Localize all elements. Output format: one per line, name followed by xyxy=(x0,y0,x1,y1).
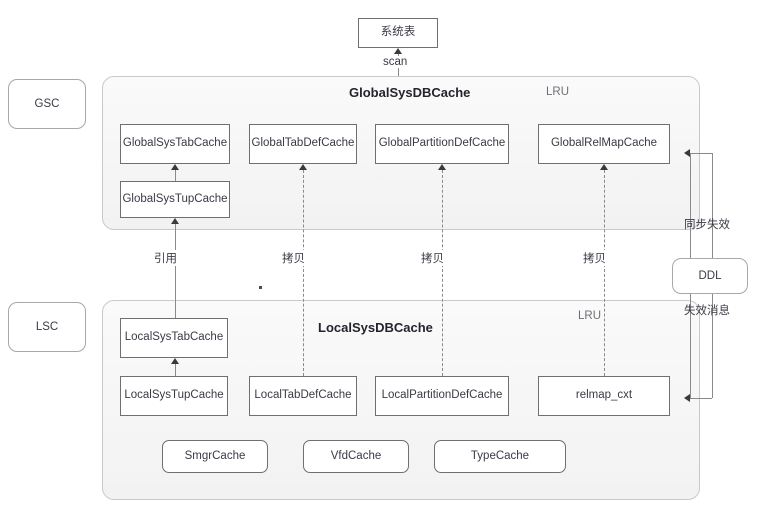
gsc-internal-connector-line xyxy=(175,170,176,181)
node-vfdcache[interactable]: VfdCache xyxy=(303,440,409,473)
scan-arrow-head xyxy=(394,48,402,54)
node-local-partitiondefcache-label: LocalPartitionDefCache xyxy=(381,389,503,402)
node-global-partitiondefcache[interactable]: GlobalPartitionDefCache xyxy=(375,124,509,164)
lsc-internal-connector-line xyxy=(175,364,176,376)
gsc-panel-lru-label: LRU xyxy=(546,86,570,98)
scan-edge-label: scan xyxy=(381,56,410,68)
node-global-relmapcache-label: GlobalRelMapCache xyxy=(550,137,658,150)
node-vfdcache-label: VfdCache xyxy=(330,449,382,462)
edge-copy-1-label: 拷贝 xyxy=(280,250,307,266)
ddl-upper-arrow-head xyxy=(684,149,690,157)
node-local-tabdefcache-label: LocalTabDefCache xyxy=(254,389,352,402)
node-system-catalog[interactable]: 系统表 xyxy=(358,18,438,48)
node-ddl[interactable]: DDL xyxy=(672,258,748,294)
lsc-panel-title: LocalSysDBCache xyxy=(318,320,433,335)
gsc-internal-arrow-head xyxy=(171,164,179,170)
node-ddl-label: DDL xyxy=(698,270,722,282)
side-label-gsc-text: GSC xyxy=(34,98,60,110)
node-relmap-cxt-label: relmap_cxt xyxy=(575,389,633,402)
node-smgrcache[interactable]: SmgrCache xyxy=(162,440,268,473)
node-local-systabcache-label: LocalSysTabCache xyxy=(124,331,224,344)
node-global-tabdefcache[interactable]: GlobalTabDefCache xyxy=(249,124,357,164)
edge-copy-2-arrow-head xyxy=(438,164,446,170)
scan-connector-line-lower xyxy=(398,70,399,76)
node-global-systupcache[interactable]: GlobalSysTupCache xyxy=(120,181,230,218)
side-label-lsc[interactable]: LSC xyxy=(8,302,86,352)
edge-copy-2-label: 拷贝 xyxy=(419,250,446,266)
node-local-systabcache[interactable]: LocalSysTabCache xyxy=(120,318,228,358)
edge-copy-1-line xyxy=(303,170,304,376)
node-typecache-label: TypeCache xyxy=(470,449,530,462)
edge-copy-3-arrow-head xyxy=(600,164,608,170)
ddl-lower-vertical-line xyxy=(712,294,713,398)
lsc-panel-lru-label: LRU xyxy=(578,310,602,322)
node-global-systabcache[interactable]: GlobalSysTabCache xyxy=(120,124,230,164)
ddl-upper-label: 同步失效 xyxy=(684,219,730,231)
stray-dot-mark xyxy=(259,286,262,289)
ddl-upper-horizontal-line xyxy=(690,153,712,154)
ddl-lower-arrow-head xyxy=(684,394,690,402)
node-relmap-cxt[interactable]: relmap_cxt xyxy=(538,376,670,416)
ddl-upper-vertical-line xyxy=(712,153,713,258)
edge-copy-3-line xyxy=(604,170,605,376)
edge-copy-1-arrow-head xyxy=(299,164,307,170)
node-global-relmapcache[interactable]: GlobalRelMapCache xyxy=(538,124,670,164)
node-smgrcache-label: SmgrCache xyxy=(184,449,246,462)
lsc-internal-arrow-head xyxy=(171,358,179,364)
side-label-gsc[interactable]: GSC xyxy=(8,79,86,129)
node-system-catalog-label: 系统表 xyxy=(380,26,416,39)
ddl-lower-label: 失效消息 xyxy=(684,305,730,317)
gsc-panel-title: GlobalSysDBCache xyxy=(349,85,471,100)
edge-copy-2-line xyxy=(442,170,443,376)
node-local-tabdefcache[interactable]: LocalTabDefCache xyxy=(249,376,357,416)
node-global-systupcache-label: GlobalSysTupCache xyxy=(122,192,228,205)
node-global-partitiondefcache-label: GlobalPartitionDefCache xyxy=(378,137,506,150)
edge-reference-label: 引用 xyxy=(152,250,179,266)
side-label-lsc-text: LSC xyxy=(35,321,59,333)
edge-copy-3-label: 拷贝 xyxy=(581,250,608,266)
node-local-partitiondefcache[interactable]: LocalPartitionDefCache xyxy=(375,376,509,416)
node-local-systupcache-label: LocalSysTupCache xyxy=(124,389,224,402)
edge-reference-line xyxy=(175,224,176,318)
node-global-tabdefcache-label: GlobalTabDefCache xyxy=(251,137,355,150)
ddl-lower-horizontal-line xyxy=(690,398,712,399)
node-typecache[interactable]: TypeCache xyxy=(434,440,566,473)
node-local-systupcache[interactable]: LocalSysTupCache xyxy=(120,376,228,416)
node-global-systabcache-label: GlobalSysTabCache xyxy=(122,137,228,150)
edge-reference-arrow-head xyxy=(171,218,179,224)
